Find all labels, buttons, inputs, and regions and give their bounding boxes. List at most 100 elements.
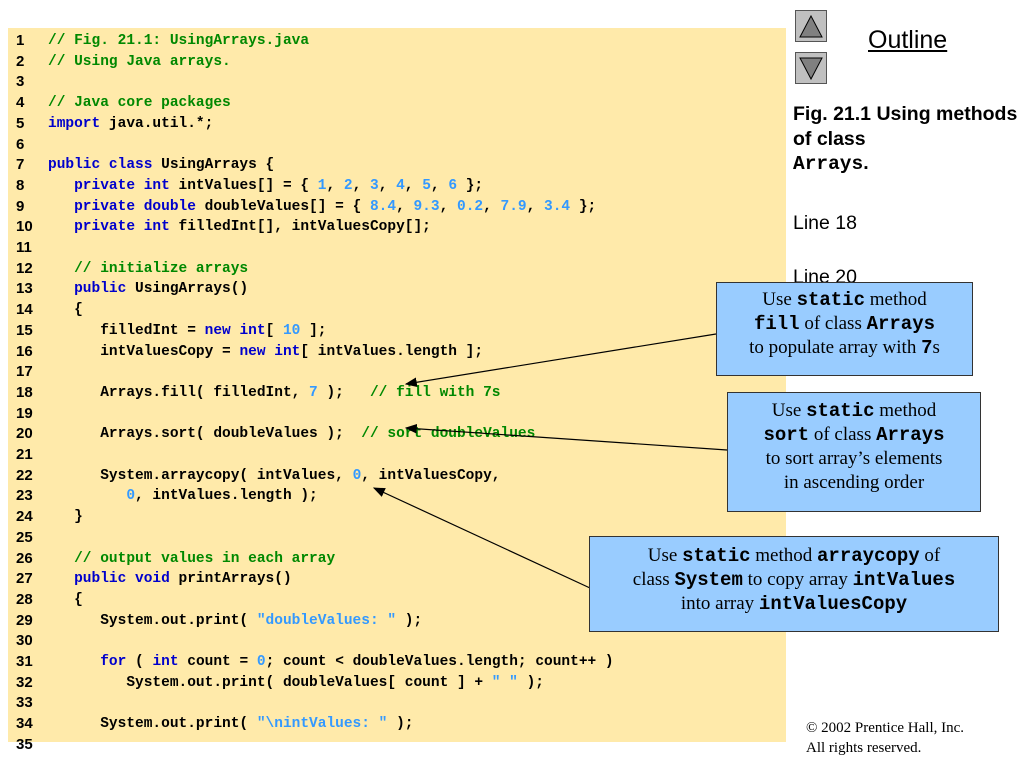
code-text: Arrays.fill( filledInt, 7 ); // fill wit… (48, 384, 501, 401)
callout-text: class (632, 569, 675, 590)
code-text: import java.util.*; (48, 115, 214, 132)
callout-text: method (864, 289, 927, 310)
triangle-up-icon (799, 14, 823, 38)
callout-code: sort (763, 424, 810, 446)
triangle-down-icon (799, 57, 823, 81)
callout-code: System (674, 569, 743, 591)
code-text: private int intValues[] = { 1, 2, 3, 4, … (74, 177, 484, 194)
callout-text: Use (762, 289, 797, 310)
line-number: 3 (16, 73, 25, 91)
callout-code: static (682, 545, 751, 567)
callout-sort: Use static method sort of class Arrays t… (727, 392, 981, 512)
code-text: // output values in each array (74, 550, 336, 567)
code-text: System.out.print( "doubleValues: " ); (48, 612, 423, 629)
line-number: 12 (16, 259, 33, 277)
line-number: 21 (16, 446, 33, 463)
callout-text: s (932, 337, 940, 358)
callout-text: method (874, 400, 937, 421)
callout-text: of (919, 545, 941, 566)
line-number: 17 (16, 363, 33, 381)
line-number: 26 (16, 549, 33, 567)
line-number: 19 (16, 404, 33, 422)
callout-code: fill (753, 313, 800, 335)
rights-line: All rights reserved. (806, 740, 922, 756)
code-text: // Fig. 21.1: UsingArrays.java (48, 33, 310, 49)
callout-text: Use (647, 545, 683, 566)
previous-slide-button[interactable] (795, 10, 827, 42)
code-text: System.out.print( doubleValues[ count ] … (48, 674, 544, 691)
line-number: 11 (16, 239, 32, 256)
code-text: // Using Java arrays. (48, 53, 231, 70)
code-text: private int filledInt[], intValuesCopy[]… (74, 219, 431, 236)
arraycopy-arrow (372, 487, 591, 589)
figure-caption-end: . (863, 152, 869, 174)
line-number: 15 (16, 321, 33, 339)
line-number: 31 (16, 653, 33, 670)
callout-code: Arrays (876, 424, 945, 446)
line-number: 32 (16, 673, 33, 691)
copyright-line: © 2002 Prentice Hall, Inc. (806, 720, 965, 736)
callout-code: Arrays (866, 313, 936, 335)
callout-code: intValues (852, 569, 956, 591)
code-text: } (48, 509, 83, 526)
fill-arrow (404, 333, 717, 388)
figure-caption: Fig. 21.1 Using methods of class Arrays. (793, 102, 1018, 177)
line-number: 4 (16, 94, 25, 112)
line-number: 25 (16, 528, 33, 546)
callout-text: of class (809, 424, 877, 445)
code-text: private double doubleValues[] = { 8.4, 9… (74, 198, 597, 215)
line-number: 10 (16, 218, 33, 236)
callout-code: static (796, 289, 865, 311)
code-text: // Java core packages (48, 95, 231, 112)
callout-text: to sort array’s elements (765, 448, 943, 469)
callout-code: 7 (921, 337, 933, 359)
line-number: 16 (16, 342, 33, 360)
code-text: // initialize arrays (74, 260, 249, 277)
line-number: 20 (16, 425, 33, 443)
callout-code: intValuesCopy (758, 593, 908, 615)
code-text: System.arraycopy( intValues, 0, intValue… (48, 467, 501, 484)
code-text: filledInt = new int[ 10 ]; (48, 322, 327, 339)
code-text: System.out.print( "\nintValues: " ); (48, 716, 414, 733)
line-number: 18 (16, 383, 33, 401)
callout-text: Use (771, 400, 807, 421)
callout-fill: Use static method fill of class Arrays t… (716, 282, 973, 376)
code-text: public UsingArrays() (74, 281, 249, 298)
figure-caption-text: Fig. 21.1 Using methods of class (793, 103, 1018, 150)
code-text: { (48, 302, 83, 319)
callout-text: method (750, 545, 818, 566)
callout-arraycopy: Use static method arraycopy of class Sys… (589, 536, 999, 632)
next-slide-button[interactable] (795, 52, 827, 84)
outline-link[interactable]: Outline (868, 26, 948, 54)
line-number: 2 (16, 52, 25, 70)
line-18-reference: Line 18 (793, 212, 857, 234)
line-number: 22 (16, 466, 33, 484)
line-number: 6 (16, 135, 25, 153)
line-number: 8 (16, 176, 25, 194)
line-number: 34 (16, 715, 33, 733)
callout-text: into array (680, 593, 759, 614)
callout-text: to copy array (742, 569, 853, 590)
figure-caption-class: Arrays (793, 153, 864, 175)
line-number: 35 (16, 735, 33, 753)
line-number: 29 (16, 611, 33, 629)
line-number: 1 (16, 32, 25, 49)
code-text: intValuesCopy = new int[ intValues.lengt… (48, 343, 484, 360)
line-number: 27 (16, 570, 33, 588)
line-number: 7 (16, 156, 25, 174)
line-number: 9 (16, 197, 25, 215)
callout-code: static (806, 400, 875, 422)
copyright-notice: © 2002 Prentice Hall, Inc. All rights re… (806, 718, 964, 758)
code-text: public void printArrays() (74, 571, 292, 588)
code-text: 0, intValues.length ); (126, 488, 318, 505)
line-number: 30 (16, 632, 33, 650)
code-panel: 1 // Fig. 21.1: UsingArrays.java 2 // Using… (8, 28, 786, 753)
code-text: public class UsingArrays { (48, 157, 275, 174)
code-text: { (48, 591, 83, 608)
line-number: 33 (16, 694, 33, 712)
callout-text: of class (799, 313, 867, 334)
line-number: 14 (16, 301, 33, 319)
line-number: 23 (16, 487, 33, 505)
code-text: for ( int count = 0; count < doubleValue… (100, 654, 614, 670)
